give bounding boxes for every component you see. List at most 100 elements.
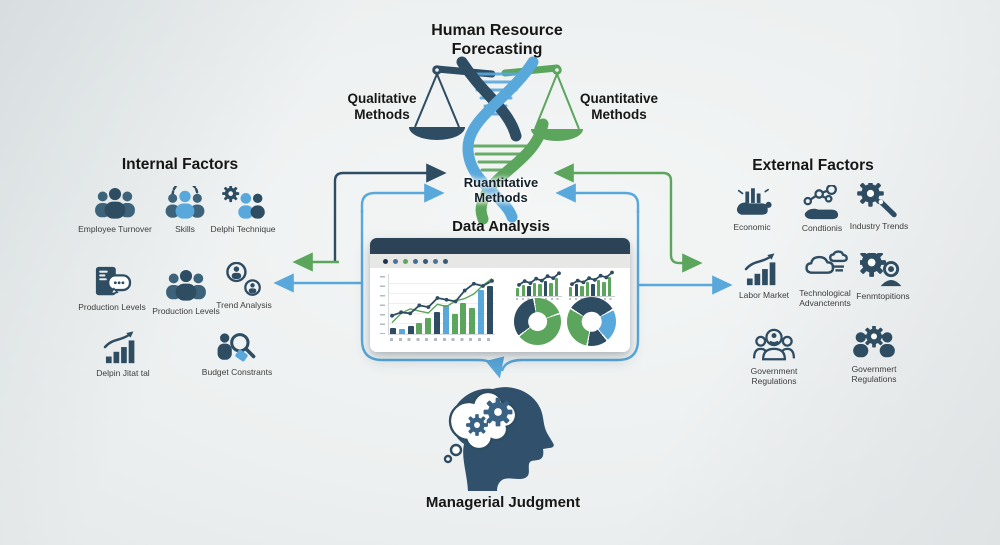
external-factor-economic: Economic: [706, 184, 798, 232]
bar: [574, 284, 578, 296]
bar: [486, 286, 493, 334]
toolbar-dot: [433, 258, 438, 264]
mini-chart-1: [516, 270, 562, 300]
bar: [543, 281, 548, 296]
factor-label: Industry Trends: [849, 221, 909, 231]
toolbar-dot: [413, 258, 418, 264]
mini-2-line: [570, 270, 614, 287]
line-series: [390, 278, 494, 324]
person-search-icon: [215, 331, 256, 364]
factor-label: Governmert Regulations: [851, 364, 897, 385]
bar: [585, 282, 590, 296]
gear-person-icon: [860, 253, 906, 289]
people-outline-icon: [752, 328, 796, 361]
data-analysis-window: [370, 238, 630, 352]
gear-wrench-icon: [856, 183, 902, 219]
bar: [433, 312, 440, 334]
title-line-1: Human Resource: [431, 22, 563, 39]
bar: [549, 282, 553, 296]
box-top-right-arrow: [555, 183, 640, 213]
bar: [425, 318, 432, 334]
factor-label: Fenmtopitions: [856, 291, 910, 301]
bar: [442, 305, 449, 334]
bar: [555, 278, 559, 296]
window-body: [370, 268, 630, 352]
internal-factor-delphi-technique: Delphi Technique: [197, 186, 289, 234]
mini-chart-2: [569, 270, 615, 300]
factor-label: Trend Analysis: [216, 300, 272, 310]
bar: [477, 289, 484, 334]
factor-label: Employee Turnover: [78, 224, 152, 234]
internal-factor-production-levels: Production Levels: [140, 268, 232, 316]
toolbar-dot: [403, 258, 408, 264]
main-bar-line-chart: [376, 272, 506, 348]
factor-label: Condtionis: [801, 223, 843, 233]
factor-label: Production Levels: [78, 302, 146, 312]
internal-factor-budget-constrants: Budget Constrants: [191, 329, 283, 377]
factor-label: Production Levels: [152, 306, 220, 316]
chart-plot-area: [388, 274, 495, 335]
bar: [416, 323, 423, 334]
bar: [390, 328, 396, 334]
factor-label: Government Regulations: [750, 366, 798, 387]
factor-label: Delphi Technique: [210, 224, 276, 234]
factor-label: Technological Advanctennts: [799, 288, 851, 309]
bar: [398, 328, 405, 334]
bar: [602, 282, 606, 296]
toolbar-dot: [423, 258, 428, 264]
y-axis-ticks: [380, 276, 385, 334]
internal-factors-heading: Internal Factors: [121, 156, 239, 173]
bar: [569, 286, 573, 296]
quantitative-methods-label: Quantitative Methods: [579, 91, 658, 122]
external-factor-condtionis: Condtionis: [776, 185, 868, 233]
bar: [580, 285, 584, 296]
external-factor-technological-advanctennts: Technological Advanctennts: [779, 250, 871, 308]
people-gear-duo-icon: [851, 326, 897, 362]
toolbar-dot: [443, 258, 448, 264]
internal-factor-trend-analysis: Trend Analysis: [198, 262, 290, 310]
title-line-2: Forecasting: [451, 40, 543, 58]
bar: [527, 286, 531, 296]
internal-factor-skills: Skills: [139, 186, 231, 234]
factor-label: Delpin Jitat tal: [96, 368, 150, 378]
managerial-judgment-label: Managerial Judgment: [425, 494, 581, 511]
mini-1-bars: [516, 272, 562, 296]
bar: [521, 285, 525, 296]
external-factor-governmert-regulations: Governmert Regulations: [828, 326, 920, 384]
factor-label: Skills: [175, 224, 195, 234]
person-badges-icon: [226, 262, 261, 297]
hand-chart-icon: [736, 187, 773, 216]
external-factors-heading: External Factors: [752, 157, 874, 174]
mini-1-line: [517, 271, 561, 287]
toolbar-dot: [383, 258, 388, 264]
internal-factor-employee-turnover: Employee Turnover: [69, 186, 161, 234]
box-top-left-arrow: [360, 183, 445, 213]
external-factor-government-regulations: Government Regulations: [728, 328, 820, 386]
bar: [591, 284, 595, 296]
chart-growth-icon: [103, 330, 136, 365]
balance-scale-green-icon: [501, 64, 583, 141]
factor-label: Economic: [733, 222, 771, 232]
bar: [532, 282, 537, 296]
people-group-icon: [95, 187, 135, 219]
page-title: Human Resource Forecasting: [387, 22, 607, 60]
bar: [596, 280, 601, 296]
bar: [608, 276, 612, 296]
external-factor-industry-trends: Industry Trends: [833, 183, 925, 231]
bar-series: [390, 274, 495, 334]
x-axis-ticks: [390, 338, 494, 341]
internal-factor-production-levels: Production Levels: [66, 264, 158, 312]
center-methods-label: Ruantitative Methods: [463, 175, 539, 206]
qualitative-methods-label: Qualitative Methods: [347, 91, 417, 122]
donut-chart-2: [567, 297, 616, 346]
factor-label: Labor Market: [738, 290, 790, 300]
bar: [460, 302, 467, 334]
toolbar-dot: [393, 258, 398, 264]
external-factor-fenmtopitions: Fenmtopitions: [837, 253, 929, 301]
bar: [516, 287, 520, 296]
head-with-gears-icon: [443, 387, 554, 491]
window-title-bar: [370, 238, 630, 254]
people-gear-icon: [220, 186, 266, 222]
factor-label: Budget Constrants: [201, 367, 273, 377]
